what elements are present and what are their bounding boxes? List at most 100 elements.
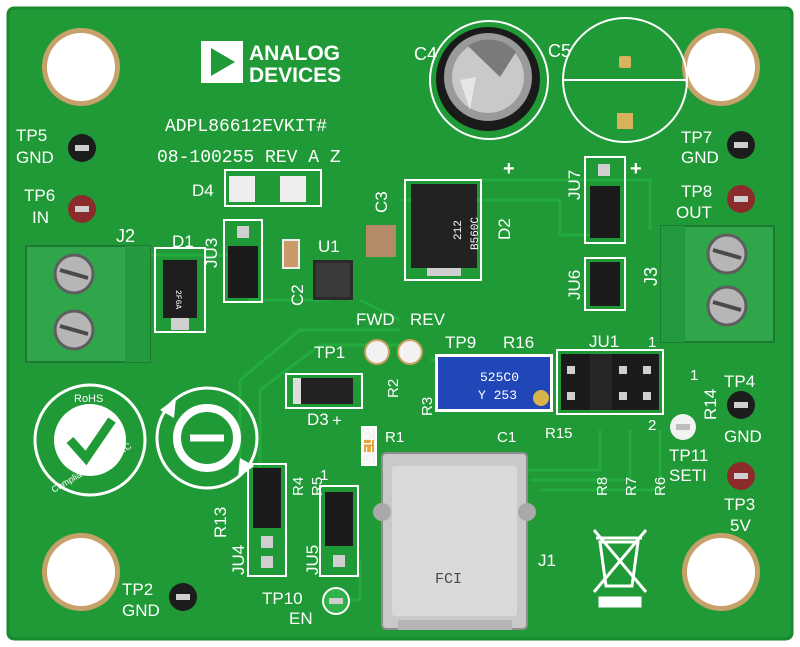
svg-text:TP9: TP9	[445, 333, 476, 352]
svg-text:TP1: TP1	[314, 343, 345, 362]
svg-text:R16: R16	[503, 333, 534, 352]
jumper-ju4[interactable]	[247, 463, 287, 577]
test-point-tp11[interactable]	[670, 414, 696, 440]
svg-text:RoHS: RoHS	[74, 393, 103, 405]
svg-text:R6: R6	[652, 477, 669, 496]
svg-text:J2: J2	[116, 226, 135, 246]
svg-text:D3: D3	[307, 410, 329, 429]
svg-text:1: 1	[690, 367, 698, 384]
board-part-number: ADPL86612EVKIT#	[165, 117, 327, 137]
svg-text:J1: J1	[538, 551, 556, 570]
svg-text:OUT: OUT	[676, 203, 712, 222]
svg-text:D2: D2	[495, 218, 514, 240]
svg-text:GND: GND	[122, 601, 160, 620]
svg-text:DEVICES: DEVICES	[249, 64, 341, 87]
terminal-block-j2[interactable]	[25, 245, 151, 363]
test-point-tp2[interactable]	[169, 583, 197, 611]
svg-text:R4: R4	[290, 477, 307, 496]
diode-d2: 212 B560C	[404, 179, 482, 281]
test-point-tp7[interactable]	[727, 131, 755, 159]
test-point-tp3[interactable]	[727, 462, 755, 490]
svg-text:JU3: JU3	[202, 238, 221, 268]
ic-u1	[313, 260, 353, 300]
svg-text:525C0: 525C0	[480, 370, 519, 385]
led1	[361, 426, 377, 466]
capacitor-c2	[282, 239, 300, 269]
svg-text:R7: R7	[623, 477, 640, 496]
svg-text:U1: U1	[318, 237, 340, 256]
analog-devices-logo: ANALOG DEVICES	[201, 41, 341, 87]
svg-text:+: +	[332, 411, 342, 430]
svg-text:C5: C5	[548, 41, 571, 61]
svg-text:C2: C2	[288, 284, 307, 306]
jumper-ju6[interactable]	[584, 257, 626, 311]
svg-text:212: 212	[453, 220, 465, 240]
svg-text:GND: GND	[724, 427, 762, 446]
svg-text:2F6A: 2F6A	[173, 290, 182, 309]
svg-text:GND: GND	[681, 148, 719, 167]
svg-text:TP5: TP5	[16, 126, 47, 145]
svg-text:C4: C4	[414, 44, 437, 64]
test-point-tp8[interactable]	[727, 185, 755, 213]
svg-text:FCI: FCI	[435, 571, 462, 588]
svg-text:SETI: SETI	[669, 466, 707, 485]
svg-text:R8: R8	[594, 477, 611, 496]
test-point-tp4[interactable]	[727, 391, 755, 419]
mounting-holes	[42, 28, 760, 611]
diode-d4-footprint	[224, 169, 322, 207]
test-point-tp1[interactable]	[364, 339, 423, 365]
svg-text:TP2: TP2	[122, 580, 153, 599]
svg-text:C3: C3	[372, 191, 391, 213]
diode-d3	[285, 373, 363, 409]
terminal-block-j3[interactable]	[660, 225, 775, 343]
svg-text:FWD: FWD	[356, 310, 395, 329]
svg-text:TP3: TP3	[724, 495, 755, 514]
svg-text:JU1: JU1	[589, 332, 619, 351]
jumper-ju1[interactable]	[556, 349, 664, 415]
test-point-tp10[interactable]	[322, 587, 350, 615]
svg-text:LED1: LED1	[359, 426, 376, 464]
svg-text:Y 253: Y 253	[478, 388, 517, 403]
svg-text:R1: R1	[385, 429, 404, 446]
svg-text:+: +	[503, 158, 515, 180]
svg-text:B560C: B560C	[470, 217, 482, 250]
jumper-ju3[interactable]	[223, 219, 263, 303]
diode-d1: 2F6A	[154, 247, 206, 333]
svg-text:5V: 5V	[730, 516, 751, 535]
svg-text:R15: R15	[545, 425, 573, 442]
svg-text:R3: R3	[419, 397, 436, 416]
svg-text:R5: R5	[309, 477, 326, 496]
trim-potentiometer-r16[interactable]: 525C0 Y 253	[435, 354, 553, 412]
capacitor-c3	[366, 225, 396, 257]
jumper-ju5[interactable]	[319, 485, 359, 577]
svg-text:D1: D1	[172, 232, 194, 251]
svg-text:REV: REV	[410, 310, 446, 329]
jumper-ju7[interactable]	[584, 156, 626, 244]
svg-text:R14: R14	[701, 389, 720, 420]
svg-text:D4: D4	[192, 181, 214, 200]
svg-text:JU5: JU5	[303, 545, 322, 575]
svg-text:TP8: TP8	[681, 182, 712, 201]
svg-text:GND: GND	[16, 148, 54, 167]
svg-text:TP6: TP6	[24, 186, 55, 205]
svg-text:+: +	[630, 158, 642, 180]
svg-text:TP10: TP10	[262, 589, 303, 608]
svg-text:JU4: JU4	[229, 545, 248, 575]
svg-text:2: 2	[648, 417, 656, 434]
eco-e-logo	[155, 386, 259, 490]
svg-text:J3: J3	[641, 267, 661, 286]
svg-text:1: 1	[648, 334, 656, 351]
svg-text:TP4: TP4	[724, 372, 755, 391]
svg-text:EN: EN	[289, 609, 313, 628]
svg-text:IN: IN	[32, 208, 49, 227]
usb-connector-j1[interactable]: FCI	[373, 452, 536, 630]
svg-text:R2: R2	[385, 379, 402, 398]
svg-text:JU6: JU6	[565, 270, 584, 300]
test-point-tp5[interactable]	[68, 134, 96, 162]
test-point-tp6[interactable]	[68, 195, 96, 223]
svg-text:TP11: TP11	[669, 446, 708, 465]
svg-text:TP7: TP7	[681, 128, 712, 147]
electrolytic-capacitor-c4	[429, 20, 549, 140]
svg-text:R13: R13	[211, 507, 230, 538]
